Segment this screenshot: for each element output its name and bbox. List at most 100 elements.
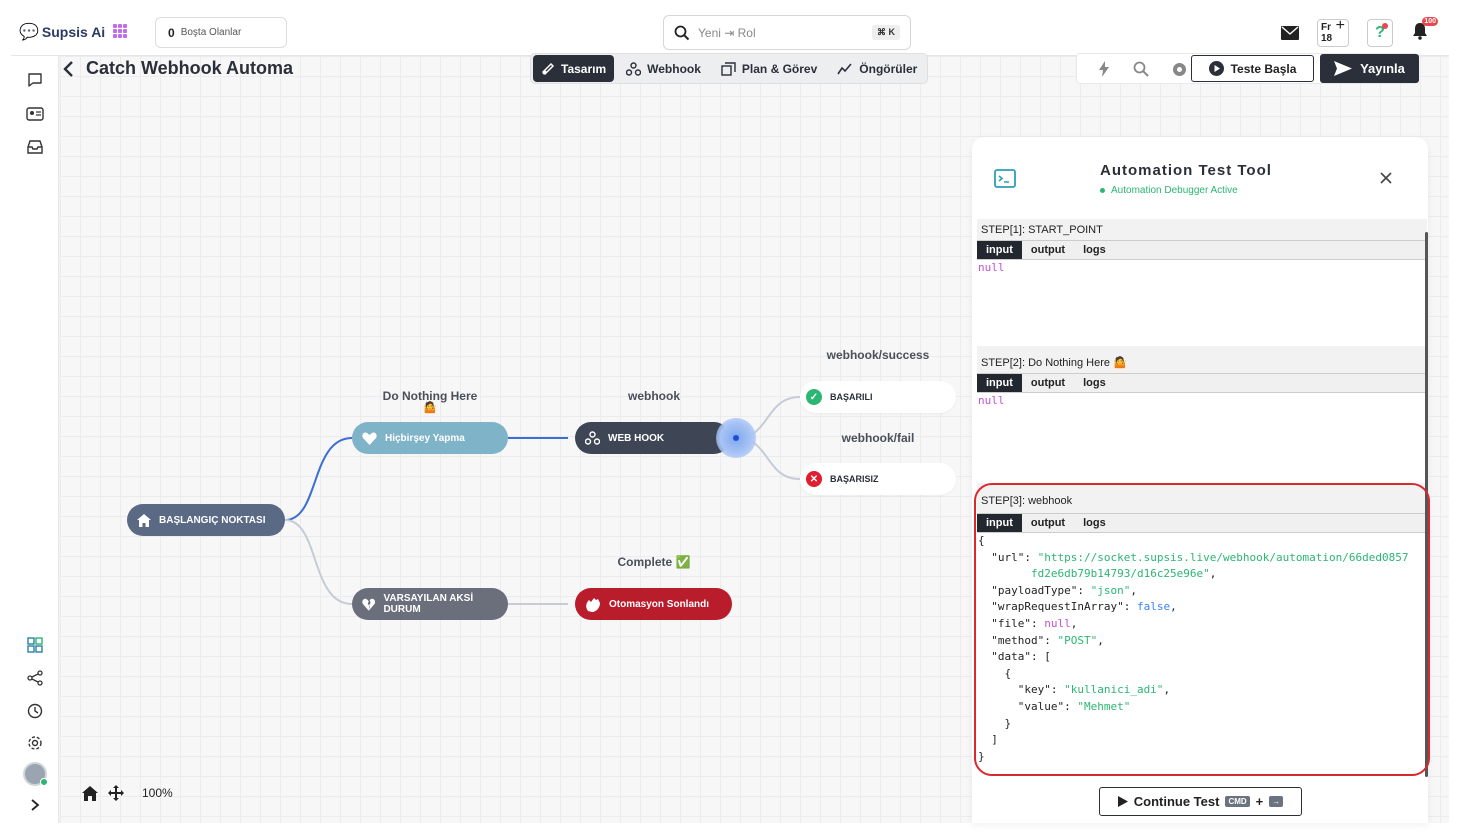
json-url: "https://socket.supsis.live/webhook/auto…: [1037, 550, 1409, 564]
webhook-node-label: WEB HOOK: [608, 432, 665, 444]
app-logo[interactable]: 💬 Supsis Ai: [19, 22, 105, 42]
contacts-icon[interactable]: [25, 104, 45, 124]
fail-node-label: BAŞARISIZ: [830, 474, 879, 484]
fail-title: webhook/fail: [841, 431, 915, 445]
tab-output[interactable]: output: [1030, 517, 1066, 529]
shrug-icon: 🤷: [423, 402, 437, 414]
start-node-label: BAŞLANGIÇ NOKTASI: [159, 514, 266, 526]
idle-agents-button[interactable]: 0 Boşta Olanlar: [155, 17, 287, 48]
success-title: webhook/success: [826, 348, 930, 362]
do-nothing-node[interactable]: Hiçbirşey Yapma: [352, 422, 508, 454]
success-node[interactable]: ✓ BAŞARILI: [800, 381, 956, 413]
tab-logs[interactable]: logs: [1083, 377, 1106, 389]
debugger-status: Automation Debugger Active: [1100, 185, 1238, 196]
webhook-connector-handle[interactable]: [716, 418, 756, 458]
top-right-actions: Fr 18 + ? 100: [1281, 17, 1438, 47]
notifications-button[interactable]: 100: [1411, 17, 1438, 44]
help-button[interactable]: ?: [1367, 19, 1393, 47]
start-test-button[interactable]: Teste Başla: [1191, 55, 1314, 82]
tab-input[interactable]: input: [977, 241, 1022, 259]
success-node-label: BAŞARILI: [830, 392, 873, 402]
chat-icon[interactable]: [25, 70, 45, 90]
start-node[interactable]: BAŞLANGIÇ NOKTASI: [127, 504, 285, 536]
search-shortcut: ⌘ K: [872, 25, 900, 40]
help-icon: ?: [1375, 24, 1385, 41]
tab-output[interactable]: output: [1030, 244, 1066, 256]
dashboard-icon[interactable]: [25, 635, 45, 655]
automation-test-panel: Automation Test Tool Automation Debugger…: [972, 137, 1428, 823]
help-dot: [1382, 23, 1388, 29]
tab-output[interactable]: output: [1030, 377, 1066, 389]
default-node-label: VARSAYILAN AKSİ DURUM: [383, 593, 474, 615]
calendar-button[interactable]: Fr 18 +: [1317, 17, 1349, 47]
hearts-icon: [362, 431, 377, 445]
tab-plan[interactable]: Plan & Görev: [713, 55, 825, 82]
search-icon[interactable]: [1133, 61, 1149, 77]
json-value: "Mehmet": [1077, 699, 1131, 713]
mail-icon[interactable]: [1281, 26, 1299, 40]
step-2-input: null: [978, 394, 1005, 407]
status-dot: [1100, 188, 1105, 193]
tab-logs[interactable]: logs: [1083, 517, 1106, 529]
insights-icon: [837, 62, 852, 74]
clap-icon: [586, 597, 600, 612]
close-icon[interactable]: [1380, 172, 1392, 184]
json-wrap: false: [1136, 600, 1171, 614]
tab-input[interactable]: input: [977, 514, 1022, 532]
check-icon: ✓: [806, 389, 822, 405]
webhook-node[interactable]: WEB HOOK: [575, 422, 730, 454]
tab-input[interactable]: input: [977, 374, 1022, 392]
step-3-json: { "url": "https://socket.supsis.live/web…: [978, 534, 1409, 763]
gear-icon[interactable]: [1171, 61, 1188, 78]
inbox-icon[interactable]: [25, 137, 45, 157]
move-icon[interactable]: [108, 785, 124, 801]
search-input[interactable]: Yeni ⇥ Rol ⌘ K: [663, 15, 911, 50]
notification-badge: 100: [1422, 17, 1438, 26]
end-node[interactable]: Otomasyon Sonlandı: [575, 588, 732, 620]
step-1-input: null: [978, 261, 1005, 274]
left-sidebar: [11, 56, 59, 823]
start-test-label: Teste Başla: [1230, 61, 1297, 76]
mode-tabs: Tasarım Webhook Plan & Görev Öngörüler: [530, 53, 929, 84]
tab-webhook[interactable]: Webhook: [618, 55, 709, 82]
apps-grid-icon[interactable]: [113, 24, 127, 38]
panel-scrollbar[interactable]: [1425, 232, 1428, 777]
tab-insights[interactable]: Öngörüler: [829, 55, 925, 82]
back-arrow-icon[interactable]: [62, 60, 74, 77]
lightning-icon[interactable]: [1099, 61, 1109, 77]
top-bar: 💬 Supsis Ai 0 Boşta Olanlar Yeni ⇥ Rol ⌘…: [11, 11, 1449, 56]
tab-logs[interactable]: logs: [1083, 244, 1106, 256]
publish-button[interactable]: Yayınla: [1320, 54, 1419, 83]
chat-logo-icon: 💬: [19, 24, 39, 41]
step-3-header: STEP[3]: webhook: [977, 489, 1425, 513]
search-placeholder: Yeni ⇥ Rol: [698, 25, 756, 40]
do-nothing-node-label: Hiçbirşey Yapma: [385, 432, 465, 444]
design-icon: [541, 62, 555, 75]
step-1-header: STEP[1]: START_POINT: [977, 219, 1425, 240]
webhook-icon: [585, 431, 600, 445]
zoom-level: 100%: [142, 786, 173, 800]
webhook-title: webhook: [627, 389, 680, 403]
cmd-key: CMD: [1225, 796, 1250, 807]
do-nothing-title-text: Do Nothing Here: [382, 389, 478, 403]
step-2-tabs: input output logs: [977, 373, 1425, 393]
steps-list[interactable]: STEP[1]: START_POINT input output logs n…: [977, 219, 1427, 774]
history-icon[interactable]: [25, 701, 45, 721]
continue-test-button[interactable]: Continue Test CMD + →: [1099, 787, 1302, 816]
webhook-icon: [626, 61, 642, 76]
share-icon[interactable]: [25, 668, 45, 688]
chevron-right-icon[interactable]: [25, 795, 45, 815]
home-icon[interactable]: [82, 785, 98, 801]
step-2-header: STEP[2]: Do Nothing Here 🤷: [977, 352, 1425, 373]
terminal-icon: [994, 169, 1016, 188]
home-icon: [137, 513, 151, 527]
user-avatar[interactable]: [23, 762, 48, 786]
plus-icon: +: [1335, 17, 1345, 34]
default-node[interactable]: VARSAYILAN AKSİ DURUM: [352, 588, 508, 620]
tab-design-label: Tasarım: [561, 61, 607, 76]
fail-node[interactable]: ✕ BAŞARISIZ: [800, 463, 956, 495]
tab-design[interactable]: Tasarım: [533, 55, 615, 82]
play-icon: [1117, 796, 1128, 807]
settings-icon[interactable]: [25, 733, 45, 753]
calendar-day: Fr: [1321, 22, 1331, 33]
